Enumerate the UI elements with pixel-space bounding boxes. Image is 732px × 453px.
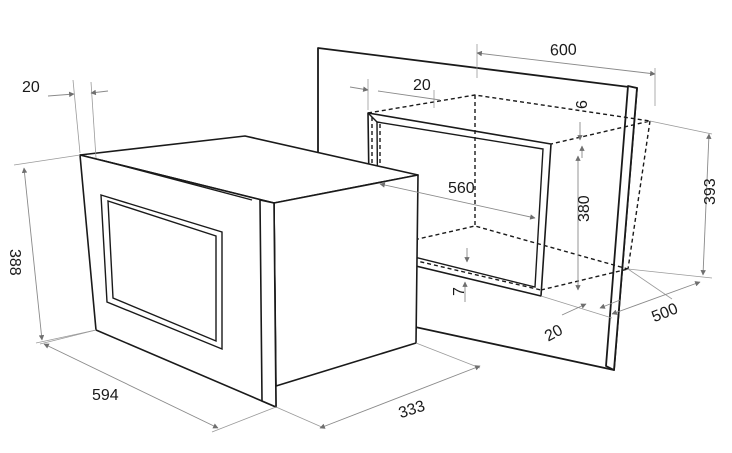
oven-side (273, 174, 419, 387)
dim-frame-thickness: 20 (22, 79, 40, 96)
dimension-lines (13, 44, 713, 433)
dim-oven-width: 594 (92, 387, 119, 404)
oven-door-frame (259, 199, 277, 408)
oven (79, 135, 419, 408)
dim-opening-width: 560 (448, 180, 475, 197)
dim-oven-height: 388 (6, 249, 23, 276)
dimension-labels: 600 20 6 560 380 393 7 20 500 20 388 594… (6, 42, 719, 423)
oven-window (100, 194, 223, 351)
dim-niche-width: 600 (550, 42, 577, 60)
dim-niche-depth: 500 (649, 300, 680, 326)
dim-base-offset: 7 (451, 287, 468, 296)
dim-niche-side-gap: 6 (574, 100, 591, 109)
dim-oven-depth: 333 (397, 398, 428, 422)
dim-opening-height: 380 (576, 195, 593, 222)
dim-niche-height: 393 (702, 178, 719, 205)
dim-niche-top-offset: 20 (413, 77, 431, 94)
dim-front-offset: 20 (542, 322, 566, 345)
